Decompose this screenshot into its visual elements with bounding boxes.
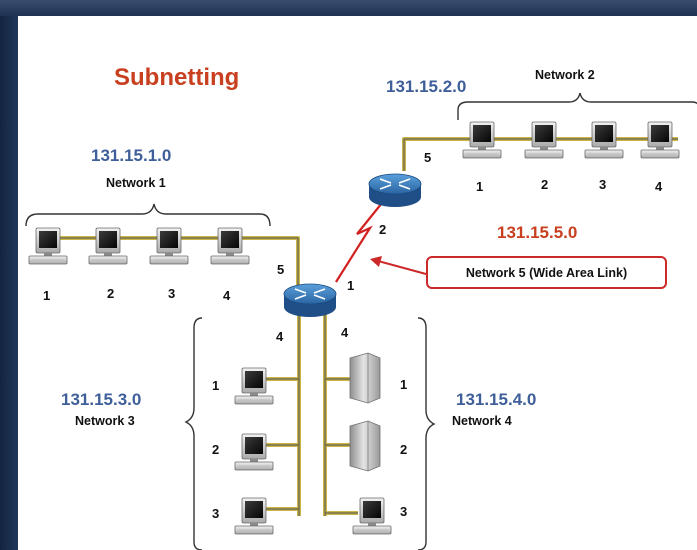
network-5-callout: Network 5 (Wide Area Link) bbox=[426, 256, 667, 289]
net3-host-label: 1 bbox=[212, 378, 220, 393]
pc-net4-3 bbox=[352, 497, 392, 535]
network-2-ip: 131.15.2.0 bbox=[386, 77, 467, 96]
slide-frame-left bbox=[0, 16, 18, 550]
pc-net1-2 bbox=[88, 227, 128, 265]
wan-link bbox=[335, 192, 391, 283]
pc-net1-3 bbox=[149, 227, 189, 265]
pc-net1-4 bbox=[210, 227, 250, 265]
router-lower-port-label: 1 bbox=[347, 278, 355, 293]
net3-host-label: 2 bbox=[212, 442, 220, 457]
router-lower bbox=[283, 283, 337, 318]
net1-host-label: 3 bbox=[168, 286, 176, 301]
pc-net3-3 bbox=[234, 497, 274, 535]
network-5-ip: 131.15.5.0 bbox=[497, 223, 578, 242]
pc-net3-1 bbox=[234, 367, 274, 405]
net3-host-label: 3 bbox=[212, 506, 220, 521]
brace-network-3 bbox=[184, 317, 203, 550]
network-5-label: Network 5 (Wide Area Link) bbox=[465, 265, 628, 280]
net2-host-label: 1 bbox=[476, 179, 484, 194]
router-upper-port-label: 2 bbox=[379, 222, 387, 237]
network-diagram bbox=[25, 92, 697, 550]
router-lower-port-label: 4 bbox=[341, 325, 349, 340]
pc-net3-2 bbox=[234, 433, 274, 471]
network-4-label: Network 4 bbox=[452, 414, 512, 428]
network-1-ip: 131.15.1.0 bbox=[91, 146, 172, 165]
router-lower-port-label: 5 bbox=[277, 262, 285, 277]
net1-host-label: 4 bbox=[223, 288, 231, 303]
net4-host-label: 1 bbox=[400, 377, 408, 392]
router-lower-port-label: 4 bbox=[276, 329, 284, 344]
router-upper-port-label: 5 bbox=[424, 150, 432, 165]
net2-host-label: 3 bbox=[599, 177, 607, 192]
net2-host-label: 2 bbox=[541, 177, 549, 192]
diagram-title: Subnetting bbox=[114, 64, 240, 91]
net2-host-label: 4 bbox=[655, 179, 663, 194]
network-4-ip: 131.15.4.0 bbox=[456, 390, 537, 409]
network-3-ip: 131.15.3.0 bbox=[61, 390, 142, 409]
server-net4-1 bbox=[349, 352, 381, 404]
net1-host-label: 1 bbox=[43, 288, 51, 303]
net4-host-label: 3 bbox=[400, 504, 408, 519]
net1-host-label: 2 bbox=[107, 286, 115, 301]
diagram-canvas: Subnetting 131.15.1.0 Network 1 1 2 3 4 … bbox=[18, 16, 697, 550]
net4-host-label: 2 bbox=[400, 442, 408, 457]
network-3-label: Network 3 bbox=[75, 414, 135, 428]
network-1-label: Network 1 bbox=[106, 176, 166, 190]
brace-network-1 bbox=[25, 203, 271, 227]
server-net4-2 bbox=[349, 420, 381, 472]
brace-network-4 bbox=[417, 317, 436, 550]
pc-net1-1 bbox=[28, 227, 68, 265]
router-upper bbox=[368, 173, 422, 208]
network-2-label: Network 2 bbox=[535, 68, 595, 82]
braces bbox=[25, 92, 697, 550]
brace-network-2 bbox=[457, 92, 697, 120]
callout-arrow bbox=[370, 256, 427, 275]
slide-frame-top bbox=[0, 0, 697, 16]
